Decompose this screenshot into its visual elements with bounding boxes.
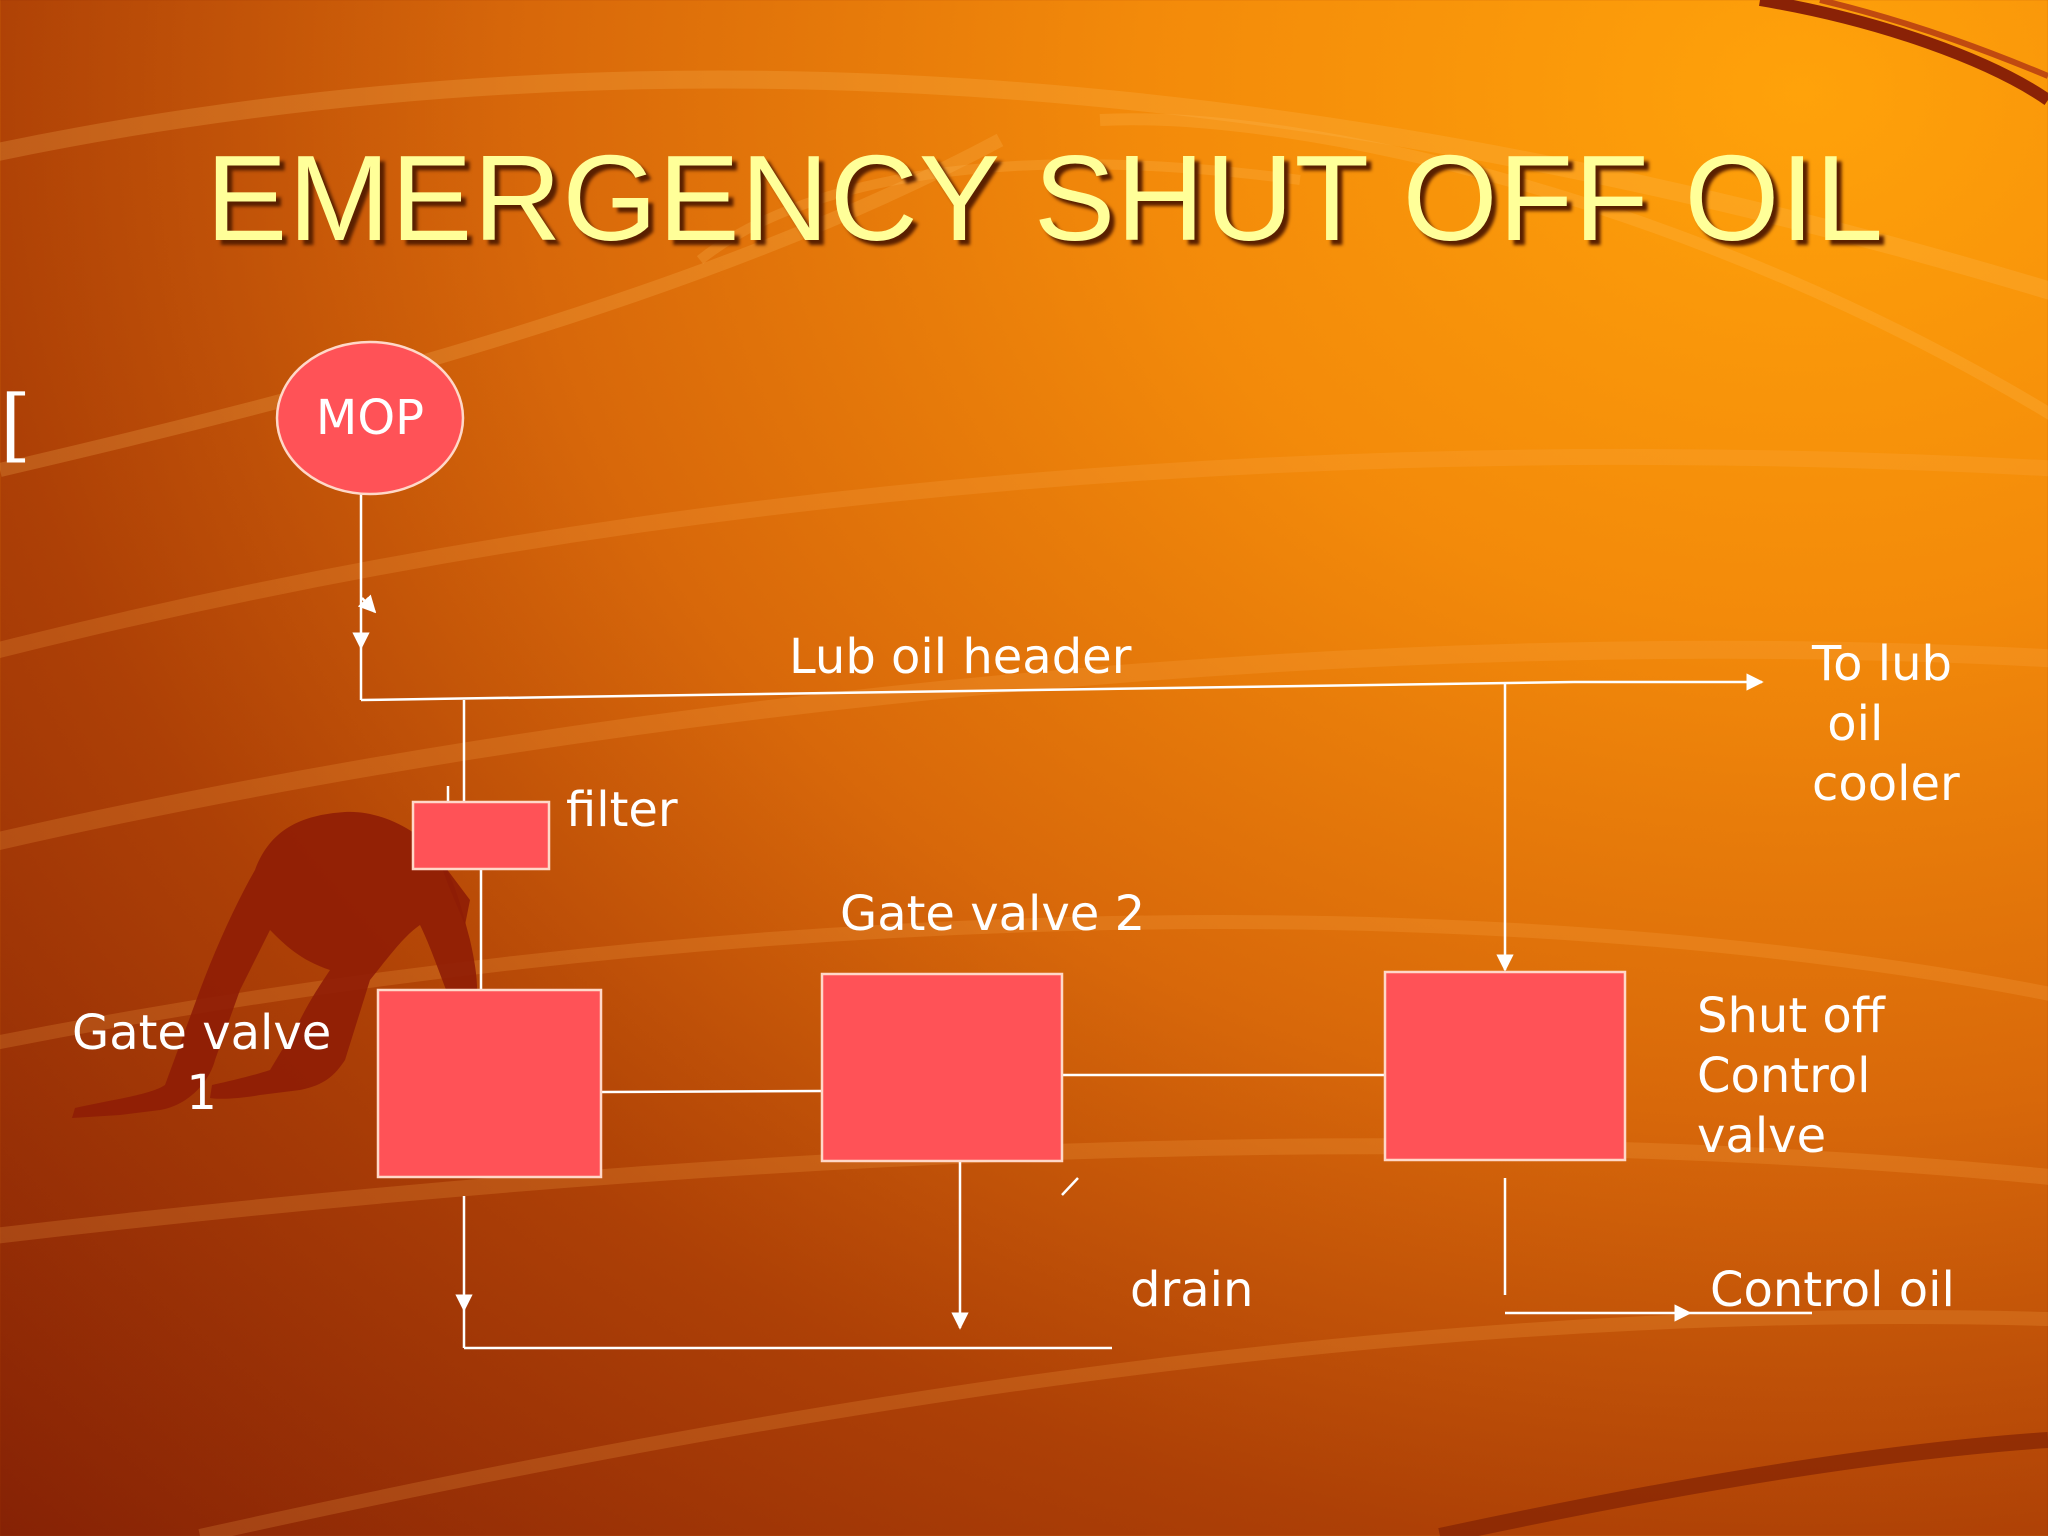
shut-off-control-valve-box bbox=[1383, 970, 1627, 1162]
slide-title: EMERGENCY SHUT OFF OIL bbox=[205, 130, 1885, 266]
lub-oil-header-pipe bbox=[360, 680, 1575, 702]
control-oil-label: Control oil bbox=[1710, 1262, 1955, 1318]
drain-label: drain bbox=[1130, 1262, 1254, 1318]
check-arrow-mark bbox=[357, 594, 377, 614]
filter-box bbox=[411, 800, 551, 871]
gate-valve-1-to-2-pipe bbox=[600, 1089, 823, 1094]
gate-valve-1-box bbox=[376, 988, 603, 1179]
gate-valve-2-box bbox=[820, 972, 1064, 1163]
mop-label: MOP bbox=[315, 390, 425, 446]
to-lub-oil-cooler-label: To lub oil cooler bbox=[1812, 636, 1960, 812]
filter-label: filter bbox=[566, 782, 678, 838]
diagonal-tick-mark bbox=[1061, 1177, 1079, 1196]
shut-off-control-valve-label: Shut off Control valve bbox=[1697, 988, 1885, 1164]
gate-valve-2-label: Gate valve 2 bbox=[840, 886, 1146, 942]
bracket-glyph: [ bbox=[0, 378, 32, 471]
gate-valve-1-label: Gate valve 1 bbox=[72, 1005, 332, 1121]
lub-oil-header-label: Lub oil header bbox=[789, 629, 1132, 685]
mop-pump-ellipse bbox=[275, 340, 465, 496]
